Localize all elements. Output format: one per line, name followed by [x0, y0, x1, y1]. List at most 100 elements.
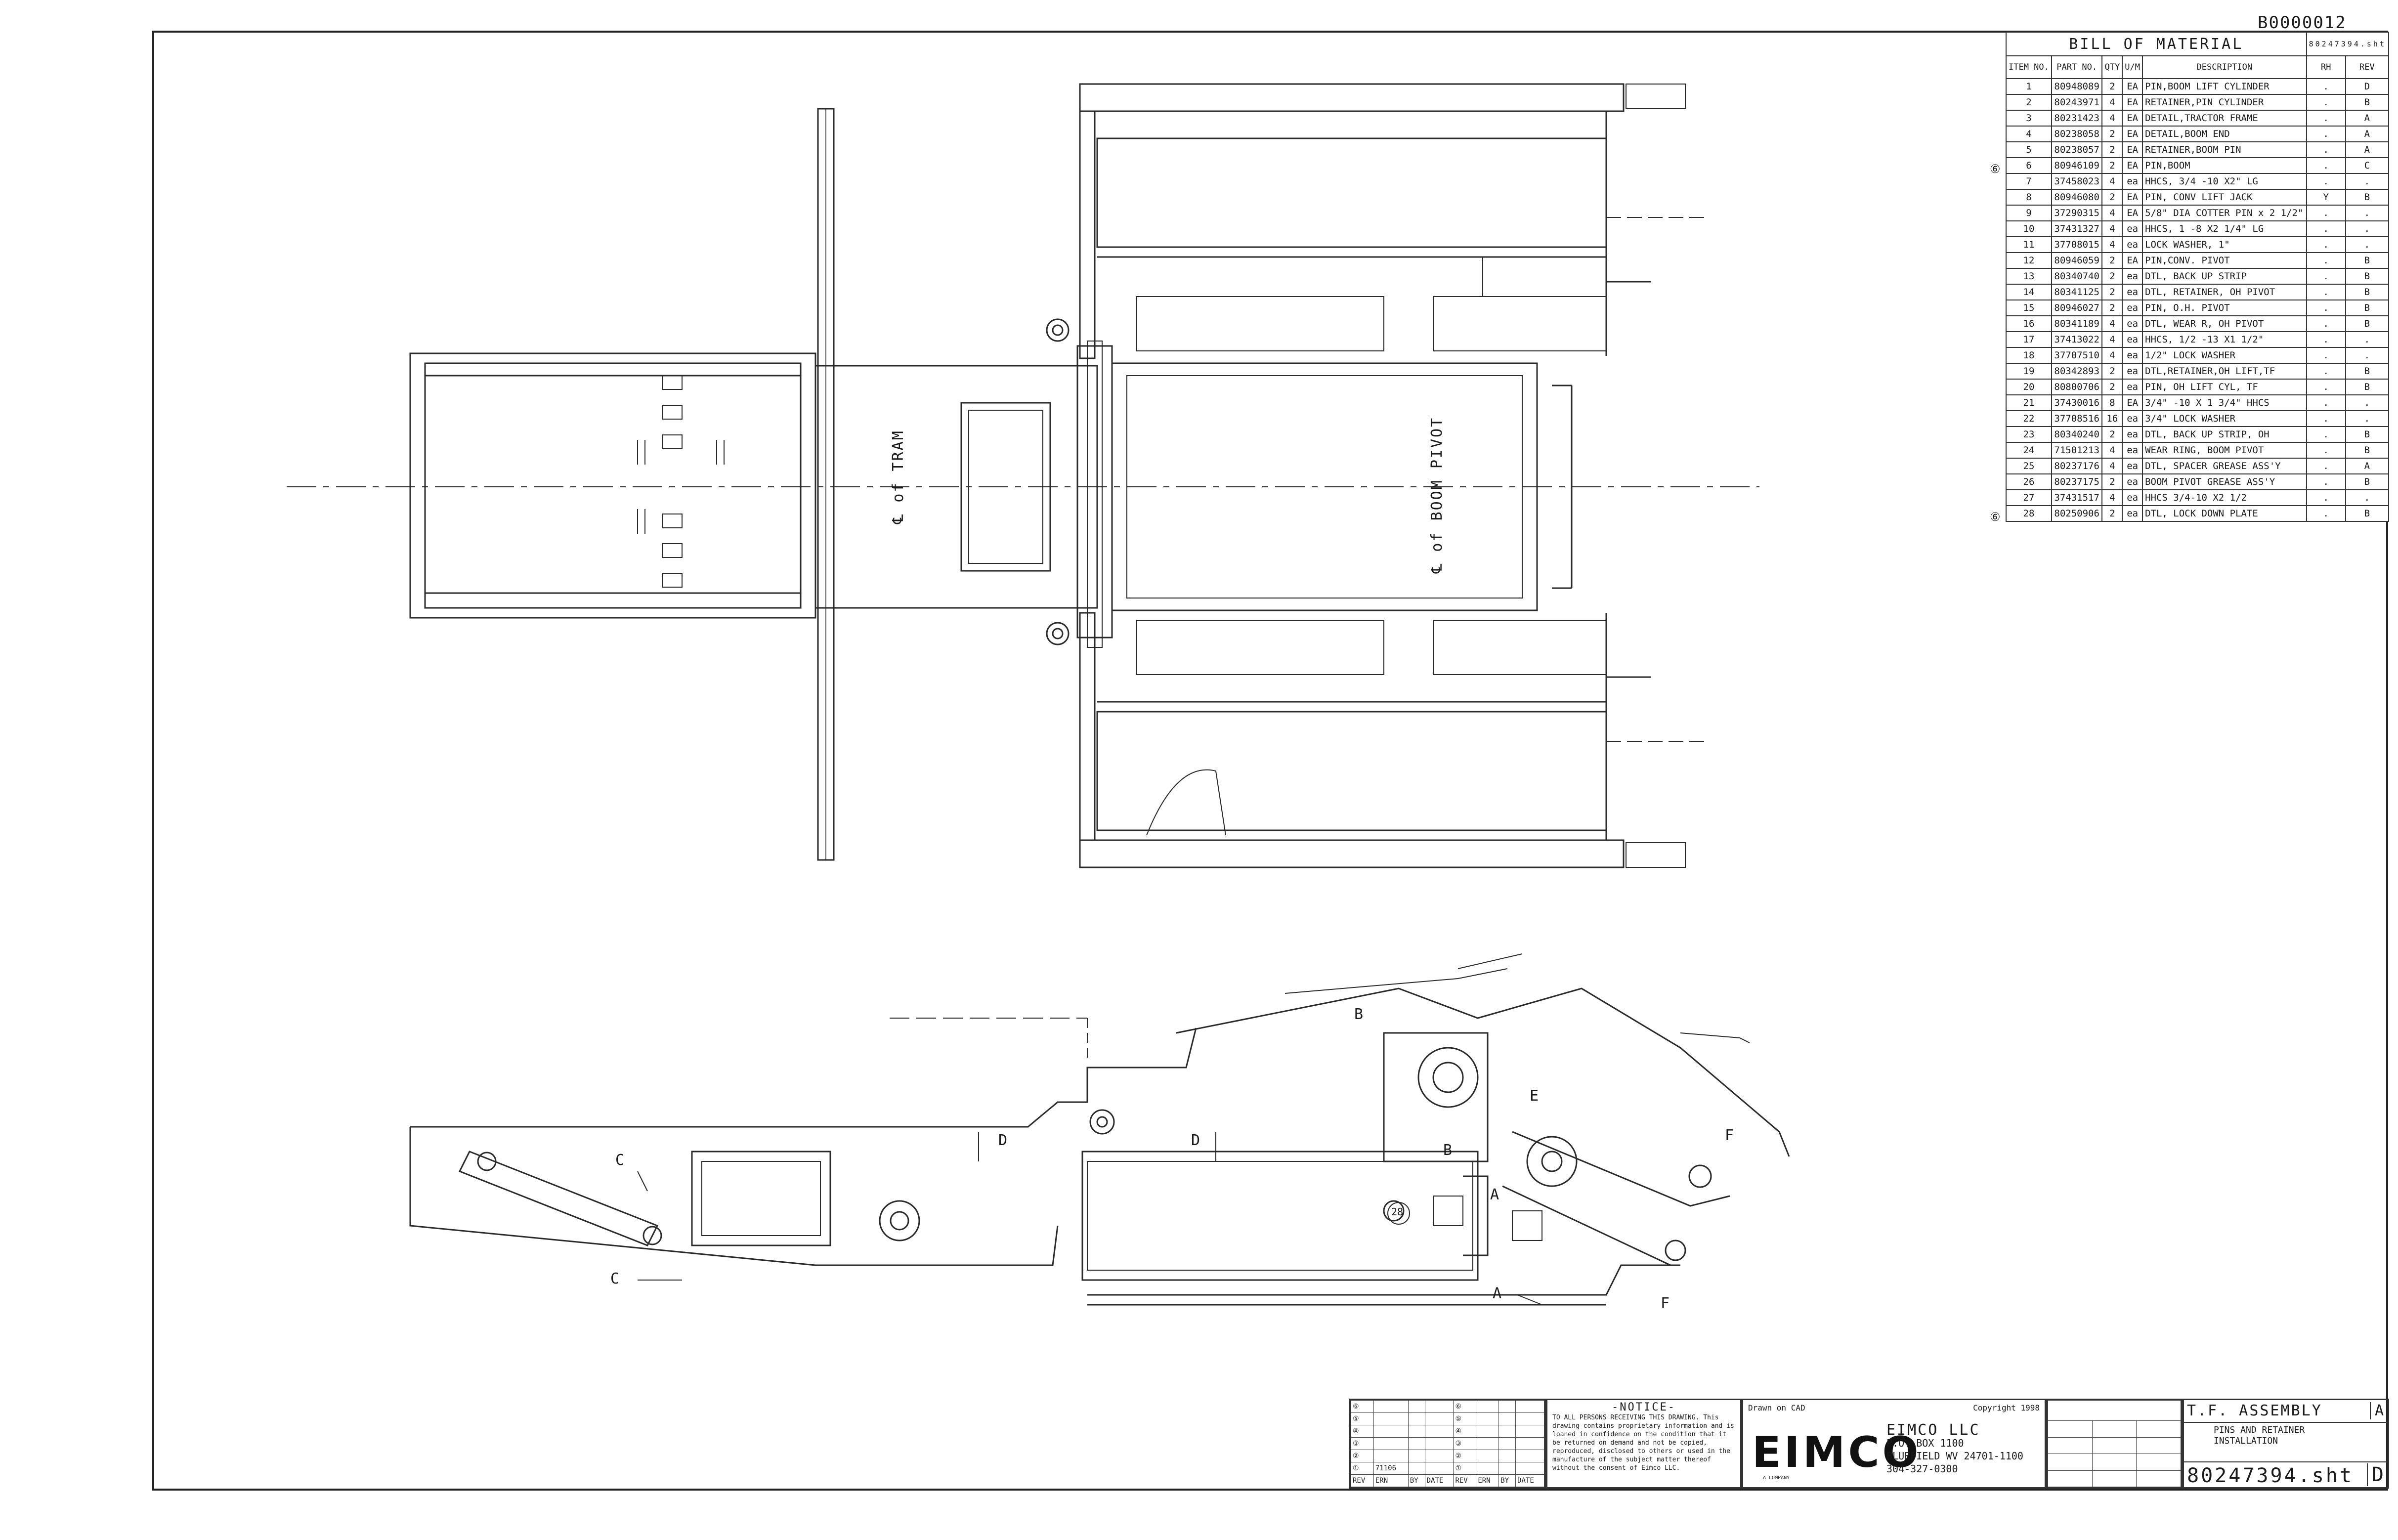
- bom-rh: .: [2306, 78, 2346, 95]
- revision-header: BY: [1499, 1474, 1516, 1487]
- revision-cell: [1476, 1450, 1499, 1462]
- notice-block: -NOTICE- TO ALL PERSONS RECEIVING THIS D…: [1546, 1399, 1742, 1489]
- bom-rh: .: [2306, 110, 2346, 127]
- revision-cell: [1499, 1400, 1516, 1413]
- bom-rev: B: [2345, 363, 2390, 380]
- revision-cell: [1373, 1437, 1409, 1450]
- bom-rh: .: [2306, 268, 2346, 285]
- revision-cell: [1476, 1425, 1499, 1438]
- bom-rev: A: [2345, 126, 2390, 142]
- revision-cell: [1476, 1462, 1499, 1475]
- bom-rh: .: [2306, 220, 2346, 237]
- revision-marker-upper: ⑥: [1990, 162, 2001, 176]
- bom-description: BOOM PIVOT GREASE ASS'Y: [2142, 473, 2307, 490]
- bom-part-no: 80340740: [2051, 268, 2103, 285]
- revision-cell: [1515, 1450, 1544, 1462]
- revision-header: BY: [1408, 1474, 1425, 1487]
- bom-part-no: 80237176: [2051, 458, 2103, 474]
- bom-rh: .: [2306, 426, 2346, 443]
- bom-unit: EA: [2122, 189, 2143, 206]
- bom-description: PIN,BOOM: [2142, 157, 2307, 174]
- bom-description: HHCS 3/4-10 X2 1/2: [2142, 489, 2307, 506]
- bom-part-no: 80238057: [2051, 141, 2103, 158]
- revision-letter: ②: [1453, 1450, 1477, 1462]
- bom-qty: 2: [2101, 426, 2123, 443]
- bom-unit: ea: [2122, 458, 2143, 474]
- bom-item-no: 15: [2006, 299, 2052, 316]
- bom-description: DTL, LOCK DOWN PLATE: [2142, 505, 2307, 522]
- bom-unit: ea: [2122, 268, 2143, 285]
- bom-part-no: 80243971: [2051, 94, 2103, 111]
- bom-rh: .: [2306, 410, 2346, 427]
- bom-part-no: 80800706: [2051, 379, 2103, 395]
- bom-item-no: 4: [2006, 126, 2052, 142]
- bom-part-no: 80237175: [2051, 473, 2103, 490]
- bom-qty: 4: [2101, 94, 2123, 111]
- revision-cell: [1373, 1450, 1409, 1462]
- item-balloon: 28: [1391, 1206, 1404, 1218]
- bom-qty: 2: [2101, 473, 2123, 490]
- bom-part-no: 71501213: [2051, 442, 2103, 459]
- bom-unit: EA: [2122, 141, 2143, 158]
- bom-rev: .: [2345, 173, 2390, 190]
- bom-unit: ea: [2122, 379, 2143, 395]
- bom-part-no: 37707510: [2051, 347, 2103, 364]
- revision-ern-entry: 71106: [1373, 1462, 1409, 1475]
- revision-letter: ①: [1351, 1462, 1374, 1475]
- bom-description: DTL, BACK UP STRIP, OH: [2142, 426, 2307, 443]
- bom-item-no: 2: [2006, 94, 2052, 111]
- bom-rev: .: [2345, 410, 2390, 427]
- revision-cell: [1424, 1400, 1454, 1413]
- bom-unit: ea: [2122, 220, 2143, 237]
- bom-item-no: 24: [2006, 442, 2052, 459]
- bom-qty: 2: [2101, 284, 2123, 300]
- section-marker-b-lower: B: [1443, 1142, 1453, 1159]
- bom-item-no: 27: [2006, 489, 2052, 506]
- bom-part-no: 80946059: [2051, 252, 2103, 269]
- bom-rev: .: [2345, 394, 2390, 411]
- section-marker-a-lower: A: [1493, 1285, 1502, 1302]
- drawing-title: T.F. ASSEMBLY: [2187, 1402, 2322, 1419]
- bom-rh: .: [2306, 379, 2346, 395]
- bom-description: 5/8" DIA COTTER PIN x 2 1/2": [2142, 205, 2307, 221]
- bom-item-no: 6: [2006, 157, 2052, 174]
- revision-cell: [1408, 1450, 1425, 1462]
- bom-qty: 4: [2101, 347, 2123, 364]
- bom-item-no: 14: [2006, 284, 2052, 300]
- bom-rh: .: [2306, 331, 2346, 348]
- bom-rev: .: [2345, 489, 2390, 506]
- revision-cell: [1515, 1425, 1544, 1438]
- bom-qty: 16: [2101, 410, 2123, 427]
- revision-letter: ①: [1453, 1462, 1477, 1475]
- bom-unit: ea: [2122, 505, 2143, 522]
- bom-rev: A: [2345, 458, 2390, 474]
- company-tagline: A COMPANY: [1763, 1475, 1790, 1481]
- address-line-1: P.O. BOX 1100: [1886, 1437, 1964, 1449]
- notice-heading: -NOTICE-: [1612, 1401, 1676, 1413]
- bom-rev: A: [2345, 141, 2390, 158]
- bom-item-no: 12: [2006, 252, 2052, 269]
- bom-rev: .: [2345, 331, 2390, 348]
- bom-rev: C: [2345, 157, 2390, 174]
- bom-description: 1/2" LOCK WASHER: [2142, 347, 2307, 364]
- approvals-grid: [2048, 1400, 2181, 1487]
- bom-qty: 2: [2101, 141, 2123, 158]
- bom-rh: Y: [2306, 189, 2346, 206]
- revision-letter: ⑥: [1351, 1400, 1374, 1413]
- bom-item-no: 25: [2006, 458, 2052, 474]
- bom-unit: ea: [2122, 410, 2143, 427]
- bom-qty: 2: [2101, 78, 2123, 95]
- section-marker-f-upper: F: [1725, 1127, 1734, 1144]
- bom-rh: .: [2306, 173, 2346, 190]
- bom-part-no: 37290315: [2051, 205, 2103, 221]
- bom-rh: .: [2306, 141, 2346, 158]
- bom-part-no: 80231423: [2051, 110, 2103, 127]
